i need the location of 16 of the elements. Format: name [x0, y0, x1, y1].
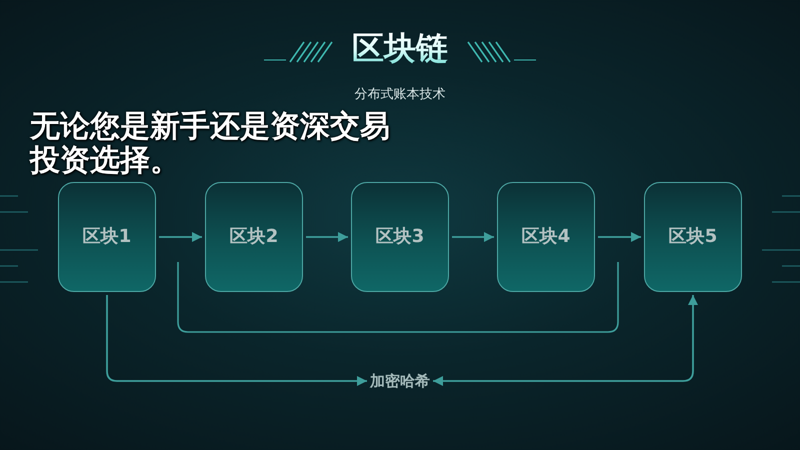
node-label: 加密哈希	[370, 372, 430, 390]
block-box: 区块4	[497, 182, 595, 292]
block-box: 区块2	[205, 182, 303, 292]
overlay-caption: 无论您是新手还是资深交易	[30, 110, 390, 143]
arrow	[452, 232, 494, 242]
block-box: 区块3	[351, 182, 449, 292]
arrow	[598, 232, 641, 242]
arrow	[306, 232, 348, 242]
arrow	[433, 295, 698, 386]
title: 区块链	[352, 30, 448, 67]
block-box: 区块1	[58, 182, 156, 292]
subtitle: 分布式账本技术	[354, 87, 446, 103]
block-box: 区块5	[644, 182, 742, 292]
arrow	[106, 295, 367, 386]
arrow	[159, 232, 202, 242]
overlay-caption: 投资选择。	[30, 144, 180, 177]
